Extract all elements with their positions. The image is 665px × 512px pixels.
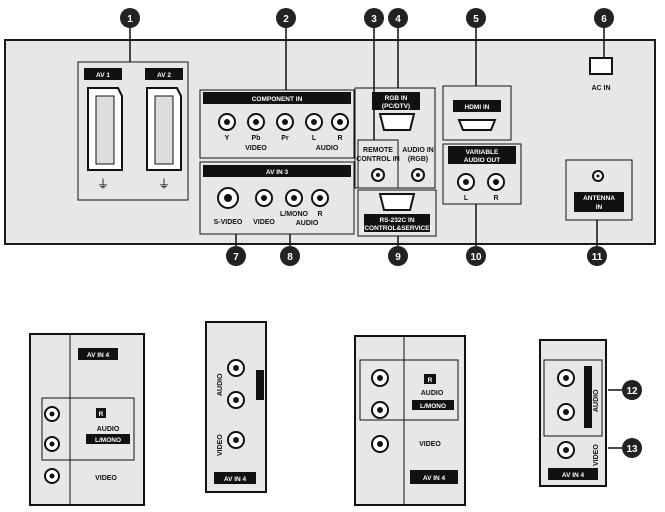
rs232c-label: RS-232C IN (379, 217, 414, 224)
side-panel-4: AUDIO VIDEO AV IN 4 (539, 339, 607, 487)
svg-text:8: 8 (287, 252, 293, 263)
svg-text:12: 12 (626, 386, 638, 397)
callout-9: 9 (388, 246, 408, 266)
av1-label: AV 1 (96, 72, 110, 79)
svg-text:11: 11 (592, 252, 603, 263)
side4-av-in4-label: AV IN 4 (562, 472, 585, 479)
av3-audio-label: AUDIO (296, 220, 319, 227)
hdmi-in-group: HDMI IN (442, 85, 512, 141)
side1-video-label: VIDEO (95, 475, 117, 482)
variable-label-2: AUDIO OUT (464, 157, 501, 164)
side2-av-in4-label: AV IN 4 (224, 476, 247, 483)
callout-8: 8 (280, 246, 300, 266)
side-panel-2: AUDIO VIDEO AV IN 4 (205, 321, 267, 493)
audio-in-rgb-label: AUDIO IN (402, 147, 434, 154)
callout-4: 4 (388, 8, 408, 28)
side3-video-label: VIDEO (419, 441, 441, 448)
ac-in-group: AC IN (589, 57, 613, 92)
side-panel-1: AV IN 4 R AUDIO L/MONO VIDEO (29, 333, 145, 506)
s-video-label: S-VIDEO (214, 219, 243, 226)
svg-text:9: 9 (395, 252, 401, 263)
remote-label-2: CONTROL IN (356, 156, 399, 163)
svg-text:1: 1 (127, 14, 133, 25)
side4-audio-label: AUDIO (593, 389, 600, 412)
hdmi-in-label: HDMI IN (465, 104, 490, 111)
callout-2: 2 (276, 8, 296, 28)
callout-13: 13 (622, 438, 642, 458)
rgb-in-label: RGB IN (385, 95, 408, 102)
side3-audio-label: AUDIO (421, 390, 444, 397)
av-in3-label: AV IN 3 (266, 169, 289, 176)
svg-text:3: 3 (371, 14, 377, 25)
var-r-label: R (493, 195, 498, 202)
side1-av-in4-label: AV IN 4 (87, 352, 110, 359)
component-in-label: COMPONENT IN (252, 96, 303, 103)
svg-text:2: 2 (283, 14, 289, 25)
av3-lmono-label: L/MONO (280, 211, 309, 218)
remote-label: REMOTE (363, 147, 393, 154)
scart-av1: AV 1 ⏚ (84, 68, 123, 191)
scart-av2: AV 2 ⏚ (145, 68, 183, 191)
component-audio-label: AUDIO (316, 145, 339, 152)
component-r-label: R (337, 135, 342, 142)
side3-r-label: R (428, 377, 433, 384)
antenna-in-group: ANTENNA IN (565, 159, 633, 221)
component-in-group: COMPONENT IN Y Pb Pr L R VIDEO AUDIO (199, 89, 355, 159)
callout-1: 1 (120, 8, 140, 28)
svg-text:6: 6 (601, 14, 607, 25)
av2-label: AV 2 (157, 72, 171, 79)
side1-lmono-label: L/MONO (95, 437, 121, 444)
svg-text:13: 13 (626, 444, 638, 455)
antenna-label: ANTENNA (583, 195, 615, 202)
component-video-label: VIDEO (245, 145, 267, 152)
variable-audio-out-group: VARIABLE AUDIO OUT L R (442, 143, 522, 205)
callout-3: 3 (364, 8, 384, 28)
side1-audio-label: AUDIO (97, 426, 120, 433)
rgb-in-label-2: (PC/DTV) (382, 103, 410, 110)
ground-icon-av1: ⏚ (97, 177, 109, 191)
svg-text:10: 10 (470, 252, 482, 263)
remote-control-in-group: REMOTE CONTROL IN (356, 139, 400, 189)
av3-video-label: VIDEO (253, 219, 275, 226)
ground-icon-av2: ⏚ (158, 177, 170, 191)
side4-video-label: VIDEO (593, 444, 600, 466)
var-l-label: L (464, 195, 469, 202)
rs232c-label-2: (CONTROL&SERVICE) (362, 225, 432, 232)
side-panel-3: R AUDIO L/MONO VIDEO AV IN 4 (354, 335, 466, 506)
callout-5: 5 (466, 8, 486, 28)
callout-12: 12 (622, 380, 642, 400)
callout-6: 6 (594, 8, 614, 28)
svg-text:4: 4 (395, 14, 401, 25)
component-l-label: L (312, 135, 317, 142)
antenna-label-2: IN (596, 204, 603, 211)
callout-7: 7 (226, 246, 246, 266)
av3-r-label: R (317, 211, 322, 218)
variable-label: VARIABLE (466, 149, 499, 156)
component-pr-label: Pr (281, 135, 289, 142)
svg-text:7: 7 (233, 252, 239, 263)
av-in3-group: AV IN 3 S-VIDEO VIDEO L/MONO R AUDIO (199, 161, 355, 235)
side2-audio-label: AUDIO (217, 373, 224, 396)
audio-in-rgb-label-2: (RGB) (408, 156, 428, 163)
component-pb-label: Pb (252, 135, 261, 142)
svg-text:5: 5 (473, 14, 479, 25)
av-scart-group (77, 61, 189, 201)
ac-in-label: AC IN (591, 85, 610, 92)
side3-av-in4-label: AV IN 4 (423, 475, 446, 482)
side3-lmono-label: L/MONO (420, 403, 446, 410)
side1-r-label: R (99, 411, 104, 418)
rs232c-group: RS-232C IN (CONTROL&SERVICE) (357, 189, 437, 237)
component-y-label: Y (225, 135, 230, 142)
side2-video-label: VIDEO (217, 434, 224, 456)
callout-10: 10 (466, 246, 486, 266)
callout-leaders (129, 28, 622, 449)
callout-11: 11 (587, 246, 607, 266)
rgb-in-group: RGB IN (PC/DTV) AUDIO IN (RGB) (354, 87, 436, 189)
